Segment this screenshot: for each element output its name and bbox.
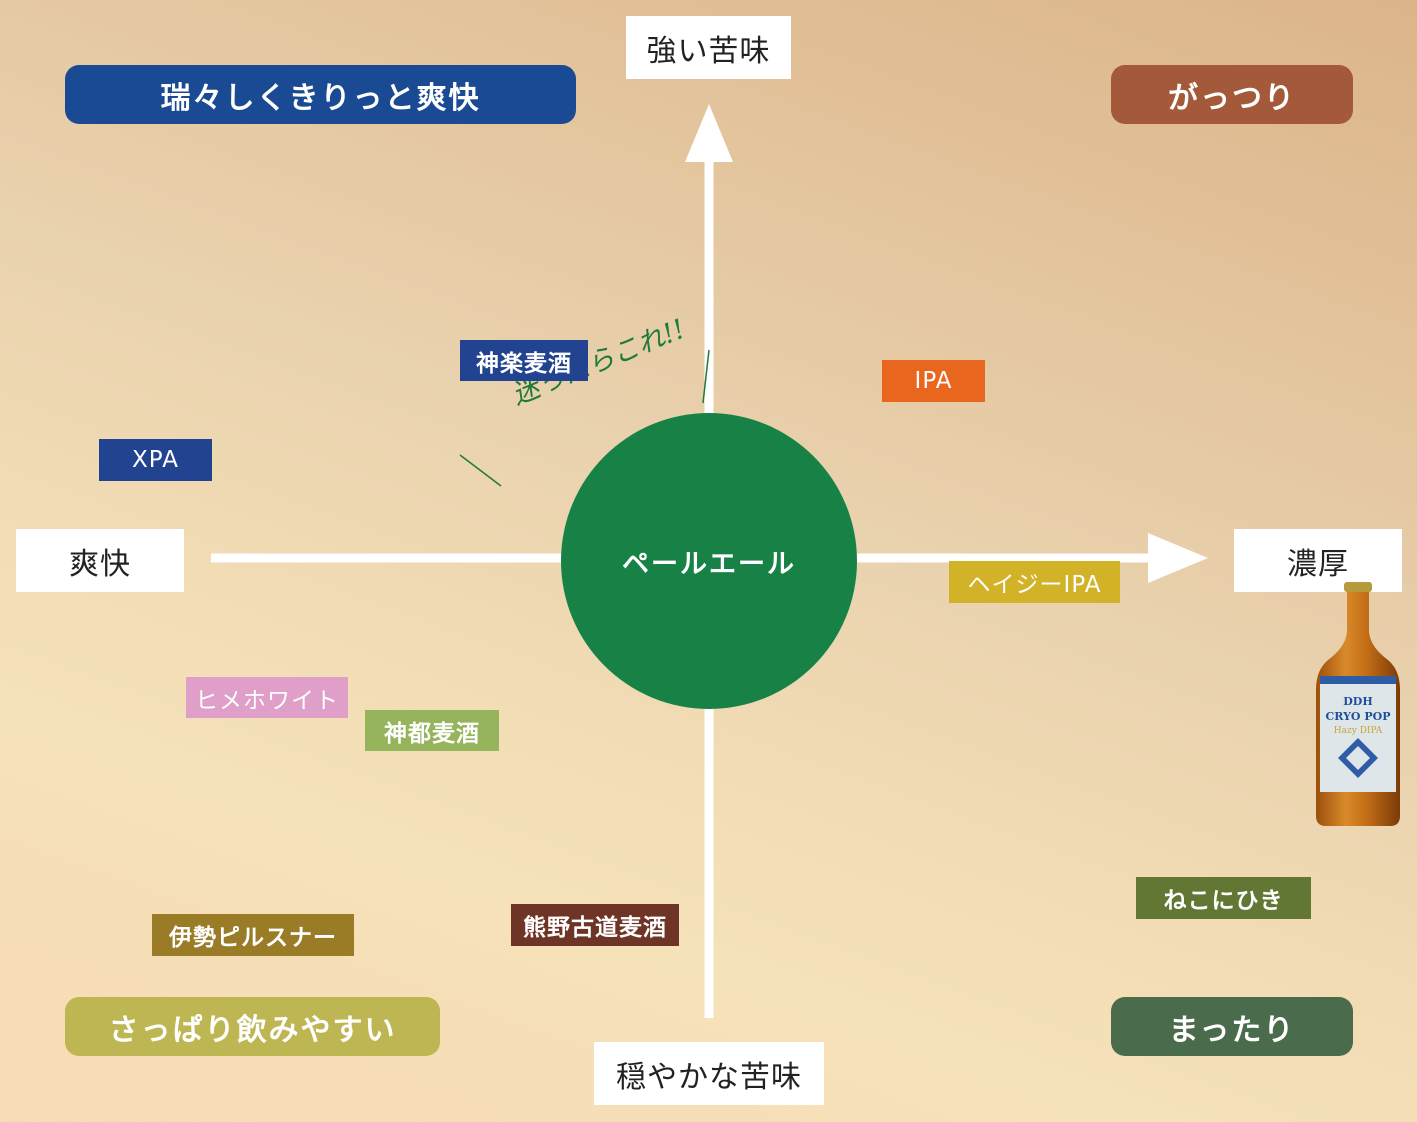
beer-xpa: XPA: [99, 439, 212, 481]
quadrant-top-right: がっつり: [1111, 65, 1353, 124]
quadrant-bottom-left: さっぱり飲みやすい: [65, 997, 440, 1056]
quadrant-top-left: 瑞々しくきりっと爽快: [65, 65, 576, 124]
beer-ise-pilsner: 伊勢ピルスナー: [152, 914, 354, 956]
beer-hazy-ipa: ヘイジーIPA: [949, 561, 1120, 603]
bottle-label-line3: Hazy DIPA: [1334, 726, 1383, 736]
arrow-right-icon: [1148, 533, 1208, 583]
center-label: ペールエール: [622, 548, 796, 580]
center-circle: ペールエール: [561, 413, 857, 709]
beer-shinto: 神都麦酒: [365, 710, 499, 751]
beer-kumano: 熊野古道麦酒: [511, 904, 679, 946]
bottle-label-line1: DDH: [1343, 695, 1372, 708]
axis-label-right: 濃厚: [1234, 529, 1402, 592]
beer-shinraku: 神楽麦酒: [460, 340, 588, 381]
quadrant-bottom-right: まったり: [1111, 997, 1353, 1056]
beer-ipa: IPA: [882, 360, 985, 402]
beer-bottle-icon: DDH CRYO POP Hazy DIPA: [1316, 582, 1400, 826]
axis-label-top: 強い苦味: [626, 16, 791, 79]
axis-label-left: 爽快: [16, 529, 184, 592]
beer-hime-white: ヒメホワイト: [186, 677, 348, 718]
beer-nekonihiki: ねこにひき: [1136, 877, 1311, 919]
annotation-stroke-right: [702, 349, 710, 404]
bottle-label-line2: CRYO POP: [1326, 710, 1391, 723]
annotation-stroke-left: [459, 454, 502, 487]
arrow-up-icon: [685, 104, 733, 162]
axis-label-bottom: 穏やかな苦味: [594, 1042, 824, 1105]
